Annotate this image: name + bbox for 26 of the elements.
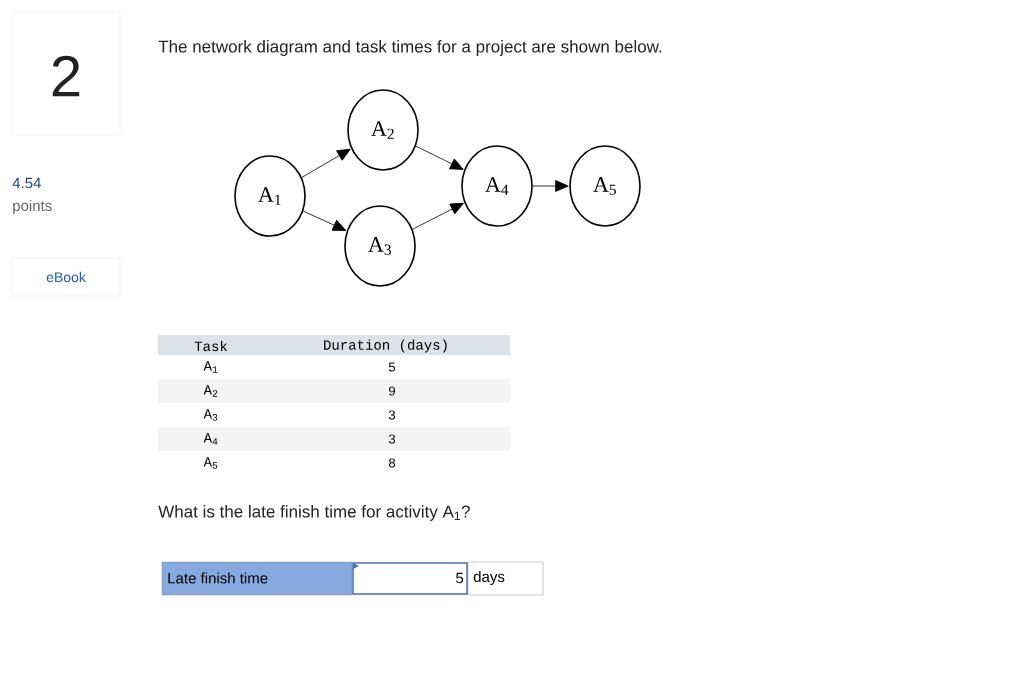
- table-header: Duration (days): [324, 339, 447, 353]
- arrow: [412, 202, 464, 230]
- intro-text: The network diagram and task times for a project are shown below.: [158, 40, 662, 56]
- duration-value: 3: [388, 434, 396, 444]
- task-name: A$_{3}$: [203, 409, 218, 421]
- duration-value: 3: [388, 410, 396, 420]
- duration-value: 5: [388, 362, 396, 372]
- arrow: [301, 148, 351, 178]
- task-name: A$_{4}$: [203, 433, 218, 445]
- task-name: A$_{5}$: [203, 457, 218, 469]
- unit-label: days: [467, 561, 544, 596]
- task-name: A$_{2}$: [203, 385, 218, 397]
- task-name: A$_{1}$: [203, 361, 218, 373]
- arrow: [302, 210, 347, 231]
- duration-value: 9: [389, 386, 395, 396]
- points-label: points: [13, 200, 52, 214]
- arrow: [415, 145, 464, 170]
- points-value: 4.54: [12, 177, 41, 189]
- question-number-card: 2: [11, 11, 121, 136]
- table-header: Task: [194, 340, 228, 352]
- duration-value: 8: [388, 458, 396, 468]
- answer-label: Late finish time: [161, 561, 353, 596]
- ebook-button: eBook: [11, 257, 121, 297]
- answer-field: 5: [352, 562, 468, 595]
- arrow: [532, 180, 569, 192]
- question-text: What is the late finish time for activity A$_{1}$?: [158, 505, 470, 521]
